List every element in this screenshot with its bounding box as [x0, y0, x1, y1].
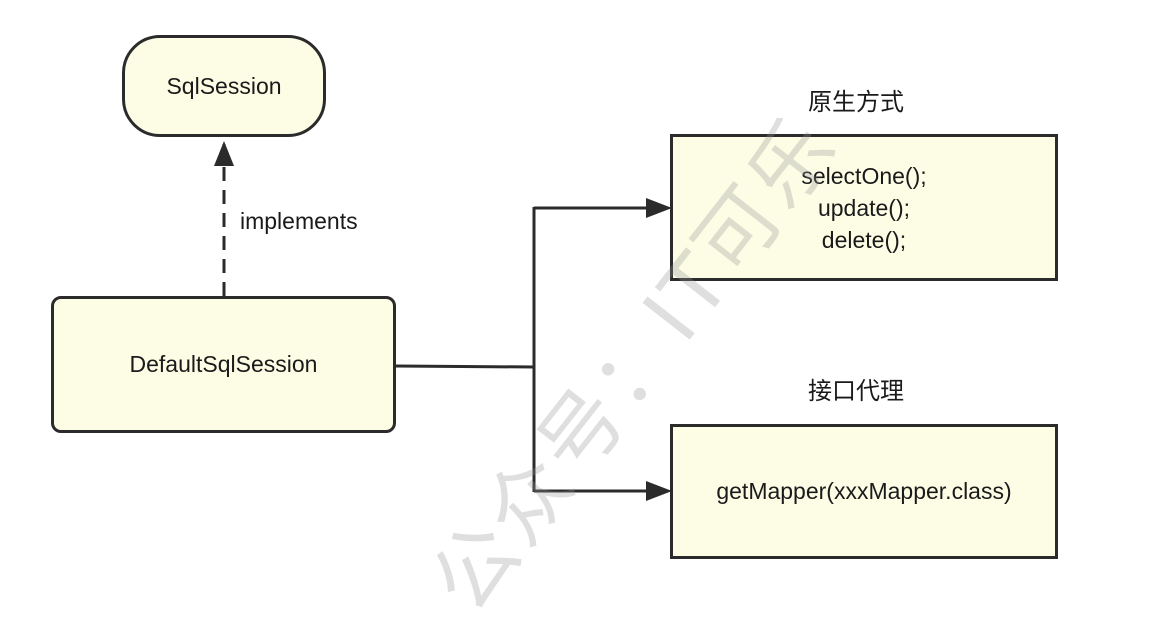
native-group-label: 原生方式 [808, 88, 904, 116]
proxy-group-label: 接口代理 [808, 377, 904, 405]
mapper-proxy-node: getMapper(xxxMapper.class) [670, 424, 1058, 559]
getmapper-label: getMapper(xxxMapper.class) [716, 478, 1012, 504]
implements-label: implements [240, 208, 358, 234]
implements-arrowhead [214, 141, 234, 166]
native-arrowhead [646, 198, 672, 218]
sqlsession-label: SqlSession [166, 72, 282, 99]
native-methods-node: selectOne(); update(); delete(); [670, 134, 1058, 281]
method-line: update(); [817, 194, 911, 221]
defaultsqlsession-node: DefaultSqlSession [51, 296, 396, 433]
method-line: selectOne(); [801, 162, 927, 189]
proxy-arrowhead [646, 481, 672, 501]
impl-to-branch-edge [395, 364, 535, 369]
method-line: delete(); [821, 226, 907, 253]
sqlsession-interface-node: SqlSession [122, 35, 326, 137]
native-methods-list: selectOne(); update(); delete(); [801, 160, 926, 256]
defaultsqlsession-label: DefaultSqlSession [129, 351, 318, 377]
